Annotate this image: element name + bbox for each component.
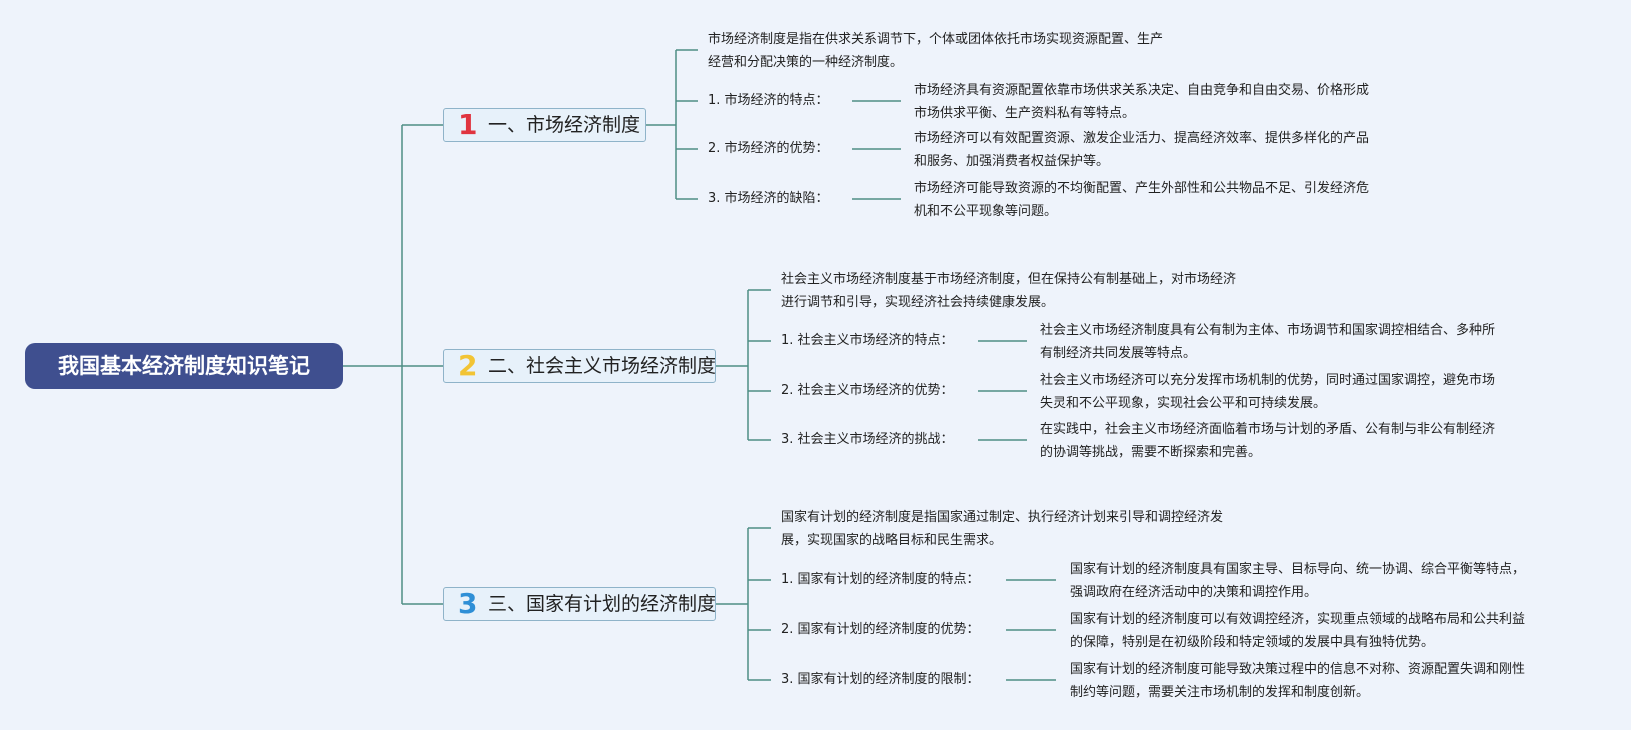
number-3-icon: 3 [458,587,478,620]
number-2-icon: 2 [458,349,478,382]
point-label[interactable]: 2. 社会主义市场经济的优势： [781,383,954,398]
definition-text[interactable]: 社会主义市场经济制度基于市场经济制度，但在保持公有制基础上，对市场经济 进行调节… [781,272,1237,310]
point-label[interactable]: 2. 国家有计划的经济制度的优势： [781,622,980,637]
point-detail[interactable]: 社会主义市场经济可以充分发挥市场机制的优势，同时通过国家调控，避免市场 失灵和不… [1040,373,1496,411]
definition-text[interactable]: 市场经济制度是指在供求关系调节下，个体或团体依托市场实现资源配置、生产 经营和分… [708,32,1164,70]
definition-text[interactable]: 国家有计划的经济制度是指国家通过制定、执行经济计划来引导和调控经济发 展，实现国… [781,510,1224,548]
point-detail[interactable]: 国家有计划的经济制度具有国家主导、目标导向、统一协调、综合平衡等特点， 强调政府… [1070,562,1526,600]
branch-topic-2[interactable]: 2 二、社会主义市场经济制度 [443,349,716,383]
point-label[interactable]: 3. 市场经济的缺陷： [708,191,829,206]
point-label[interactable]: 1. 社会主义市场经济的特点： [781,333,954,348]
point-label[interactable]: 3. 国家有计划的经济制度的限制： [781,672,980,687]
branch-title: 二、社会主义市场经济制度 [488,355,717,377]
point-detail[interactable]: 市场经济具有资源配置依靠市场供求关系决定、自由竞争和自由交易、价格形成 市场供求… [914,83,1370,121]
point-label[interactable]: 1. 国家有计划的经济制度的特点： [781,572,980,587]
branch-title: 一、市场经济制度 [488,114,641,136]
number-1-icon: 1 [458,108,478,141]
point-detail[interactable]: 社会主义市场经济制度具有公有制为主体、市场调节和国家调控相结合、多种所 有制经济… [1040,323,1496,361]
point-detail[interactable]: 在实践中，社会主义市场经济面临着市场与计划的矛盾、公有制与非公有制经济 的协调等… [1040,422,1496,460]
branch-title: 三、国家有计划的经济制度 [488,593,717,615]
root-topic[interactable]: 我国基本经济制度知识笔记 [25,343,343,389]
branch-topic-3[interactable]: 3 三、国家有计划的经济制度 [443,587,716,621]
branch-topic-1[interactable]: 1 一、市场经济制度 [443,108,646,142]
point-label[interactable]: 1. 市场经济的特点： [708,93,829,108]
point-label[interactable]: 2. 市场经济的优势： [708,141,829,156]
point-detail[interactable]: 国家有计划的经济制度可能导致决策过程中的信息不对称、资源配置失调和刚性 制约等问… [1070,662,1526,700]
point-detail[interactable]: 国家有计划的经济制度可以有效调控经济，实现重点领域的战略布局和公共利益 的保障，… [1070,612,1526,650]
point-label[interactable]: 3. 社会主义市场经济的挑战： [781,432,954,447]
point-detail[interactable]: 市场经济可以有效配置资源、激发企业活力、提高经济效率、提供多样化的产品 和服务、… [914,131,1370,169]
point-detail[interactable]: 市场经济可能导致资源的不均衡配置、产生外部性和公共物品不足、引发经济危 机和不公… [914,181,1370,219]
